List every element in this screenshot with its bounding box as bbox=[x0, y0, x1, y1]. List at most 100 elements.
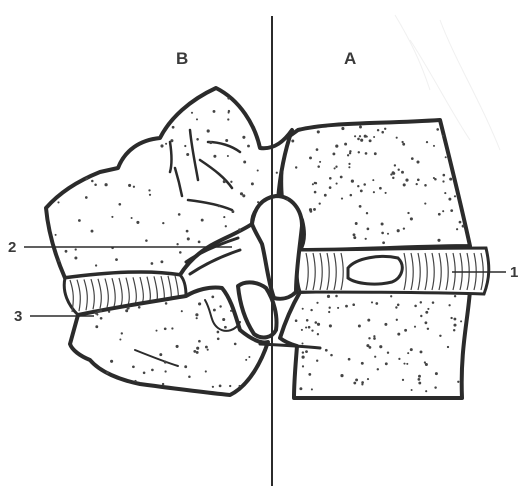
stipple-dot bbox=[110, 360, 113, 363]
stipple-dot bbox=[375, 302, 378, 305]
stipple-dot bbox=[291, 140, 294, 143]
stipple-dot bbox=[449, 178, 452, 181]
stipple-dot bbox=[65, 250, 68, 253]
stipple-dot bbox=[55, 234, 57, 236]
stipple-dot bbox=[427, 308, 429, 310]
stipple-dot bbox=[425, 363, 428, 366]
stipple-dot bbox=[179, 251, 182, 254]
stipple-dot bbox=[96, 313, 98, 315]
stipple-dot bbox=[75, 248, 77, 250]
stipple-dot bbox=[401, 141, 403, 143]
label-b: B bbox=[176, 49, 188, 68]
stipple-dot bbox=[329, 177, 332, 180]
stipple-dot bbox=[387, 233, 389, 235]
stipple-dot bbox=[416, 183, 418, 185]
stipple-dot bbox=[332, 152, 335, 155]
stipple-dot bbox=[198, 241, 201, 244]
stipple-dot bbox=[191, 112, 193, 114]
stipple-dot bbox=[351, 180, 354, 183]
stipple-dot bbox=[363, 183, 366, 186]
stipple-dot bbox=[306, 319, 309, 322]
stipple-dot bbox=[407, 352, 409, 354]
stipple-dot bbox=[348, 358, 351, 361]
stipple-dot bbox=[410, 217, 413, 220]
stipple-dot bbox=[359, 205, 362, 208]
stipple-dot bbox=[125, 309, 128, 312]
label-3: 3 bbox=[14, 308, 22, 325]
stipple-dot bbox=[327, 295, 330, 298]
stipple-dot bbox=[316, 302, 318, 304]
stipple-dot bbox=[309, 208, 312, 211]
stipple-dot bbox=[148, 189, 150, 191]
stipple-dot bbox=[340, 374, 343, 377]
stipple-dot bbox=[164, 327, 167, 330]
stipple-dot bbox=[108, 311, 110, 313]
stipple-dot bbox=[345, 305, 348, 308]
stipple-dot bbox=[159, 353, 162, 356]
stipple-dot bbox=[111, 216, 113, 218]
stipple-dot bbox=[450, 209, 453, 212]
stipple-dot bbox=[99, 309, 102, 312]
stipple-dot bbox=[310, 309, 312, 311]
stipple-dot bbox=[248, 356, 250, 358]
stipple-dot bbox=[213, 309, 216, 312]
stipple-dot bbox=[106, 371, 109, 374]
stipple-dot bbox=[134, 380, 136, 382]
stipple-dot bbox=[384, 128, 386, 130]
stipple-dot bbox=[188, 376, 191, 379]
stipple-dot bbox=[245, 359, 247, 361]
stipple-dot bbox=[223, 216, 225, 218]
stipple-dot bbox=[302, 351, 304, 353]
stipple-dot bbox=[178, 213, 181, 216]
stipple-dot bbox=[414, 326, 416, 328]
stipple-dot bbox=[438, 213, 441, 216]
stipple-dot bbox=[335, 295, 338, 298]
upper-vertebra-b bbox=[46, 88, 292, 278]
stipple-dot bbox=[162, 222, 164, 224]
stipple-dot bbox=[404, 329, 407, 332]
stipple-dot bbox=[384, 323, 387, 326]
stipple-dot bbox=[74, 256, 77, 259]
stipple-dot bbox=[301, 342, 303, 344]
stipple-dot bbox=[195, 313, 198, 316]
stipple-dot bbox=[186, 153, 189, 156]
stipple-dot bbox=[227, 97, 229, 99]
stipple-dot bbox=[308, 373, 311, 376]
stipple-dot bbox=[196, 138, 199, 141]
stipple-dot bbox=[165, 302, 168, 305]
stipple-dot bbox=[299, 387, 302, 390]
stipple-dot bbox=[374, 356, 376, 358]
stipple-dot bbox=[317, 333, 319, 335]
stipple-dot bbox=[329, 324, 332, 327]
stipple-dot bbox=[193, 350, 196, 353]
lower-vertebral-body-a bbox=[280, 290, 470, 398]
stipple-dot bbox=[186, 230, 189, 233]
stipple-dot bbox=[165, 143, 167, 145]
stipple-dot bbox=[397, 304, 400, 307]
stipple-dot bbox=[57, 201, 59, 203]
stipple-dot bbox=[436, 128, 439, 131]
stipple-dot bbox=[426, 141, 428, 143]
stipple-dot bbox=[379, 345, 382, 348]
stipple-dot bbox=[407, 212, 409, 214]
stipple-dot bbox=[443, 174, 446, 177]
stipple-dot bbox=[240, 192, 243, 195]
stipple-dot bbox=[295, 166, 297, 168]
stipple-dot bbox=[85, 196, 88, 199]
stipple-dot bbox=[317, 130, 320, 133]
stipple-dot bbox=[367, 378, 369, 380]
stipple-dot bbox=[425, 311, 428, 314]
stipple-dot bbox=[387, 351, 389, 353]
stipple-dot bbox=[94, 184, 97, 187]
stipple-dot bbox=[366, 212, 368, 214]
stipple-dot bbox=[403, 183, 406, 186]
stipple-dot bbox=[454, 195, 456, 197]
stipple-dot bbox=[335, 166, 337, 168]
stipple-dot bbox=[439, 335, 441, 337]
stipple-dot bbox=[450, 317, 452, 319]
stipple-dot bbox=[317, 323, 320, 326]
stipple-dot bbox=[313, 208, 316, 211]
stipple-dot bbox=[353, 382, 356, 385]
stipple-dot bbox=[411, 157, 414, 160]
stipple-dot bbox=[247, 145, 250, 148]
